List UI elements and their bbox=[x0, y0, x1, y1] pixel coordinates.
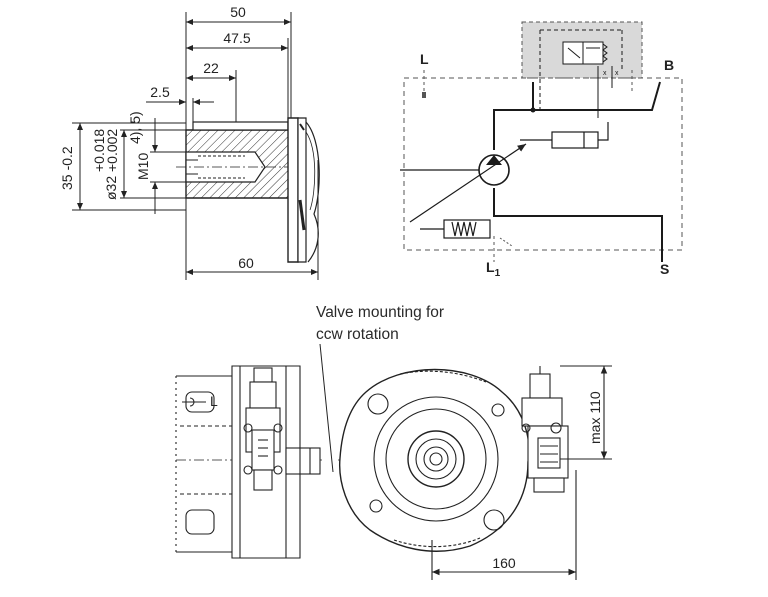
dim-dia32-tol-upper: +0.018 bbox=[91, 129, 107, 172]
side-view-port-L-label: L bbox=[210, 393, 218, 409]
front-view-dimension-labels: 160 max 110 bbox=[492, 391, 603, 571]
dim-thread-m10: M10 bbox=[135, 153, 151, 180]
svg-text:x: x bbox=[603, 70, 607, 77]
dim-47-5: 47.5 bbox=[223, 30, 250, 46]
port-L1-label: L1 bbox=[486, 259, 501, 279]
front-view bbox=[338, 365, 612, 580]
hydraulic-schematic: x x bbox=[400, 21, 683, 279]
dim-35: 35-0.2 bbox=[59, 146, 75, 190]
callout-leader bbox=[319, 343, 334, 473]
caption-line-1: Valve mounting for bbox=[316, 304, 445, 321]
dim-160: 160 bbox=[492, 555, 516, 571]
dim-thread-note: 4), 5) bbox=[127, 111, 143, 144]
dim-2-5: 2.5 bbox=[150, 84, 170, 100]
pump-envelope bbox=[403, 77, 683, 251]
dim-max-110: max 110 bbox=[587, 391, 603, 444]
port-L-label: L bbox=[420, 51, 429, 67]
port-B-label: B bbox=[664, 57, 674, 73]
caption-line-2: ccw rotation bbox=[316, 326, 399, 343]
dim-dia32: ø32 bbox=[103, 176, 119, 200]
dim-22: 22 bbox=[203, 60, 219, 76]
svg-text:x: x bbox=[615, 70, 619, 77]
dim-60: 60 bbox=[238, 255, 254, 271]
side-view bbox=[175, 365, 322, 559]
flange-dimension-labels: 50 47.5 22 2.5 60 35-0.2 ø32 +0.018 +0.0… bbox=[59, 4, 254, 271]
dim-50: 50 bbox=[230, 4, 246, 20]
flange-section-view bbox=[72, 12, 320, 280]
valve-mounting-caption: Valve mounting for ccw rotation bbox=[316, 302, 444, 346]
port-S-label: S bbox=[660, 261, 669, 277]
dim-dia32-tol-lower: +0.002 bbox=[104, 129, 120, 172]
